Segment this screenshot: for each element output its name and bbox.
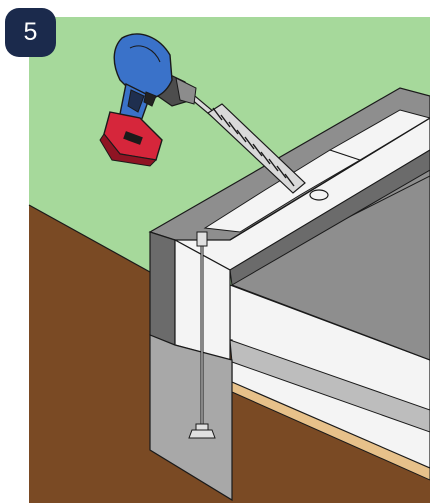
step-number-badge: 5 [5,8,56,57]
step-number: 5 [24,18,38,47]
drilled-hole [310,190,328,200]
